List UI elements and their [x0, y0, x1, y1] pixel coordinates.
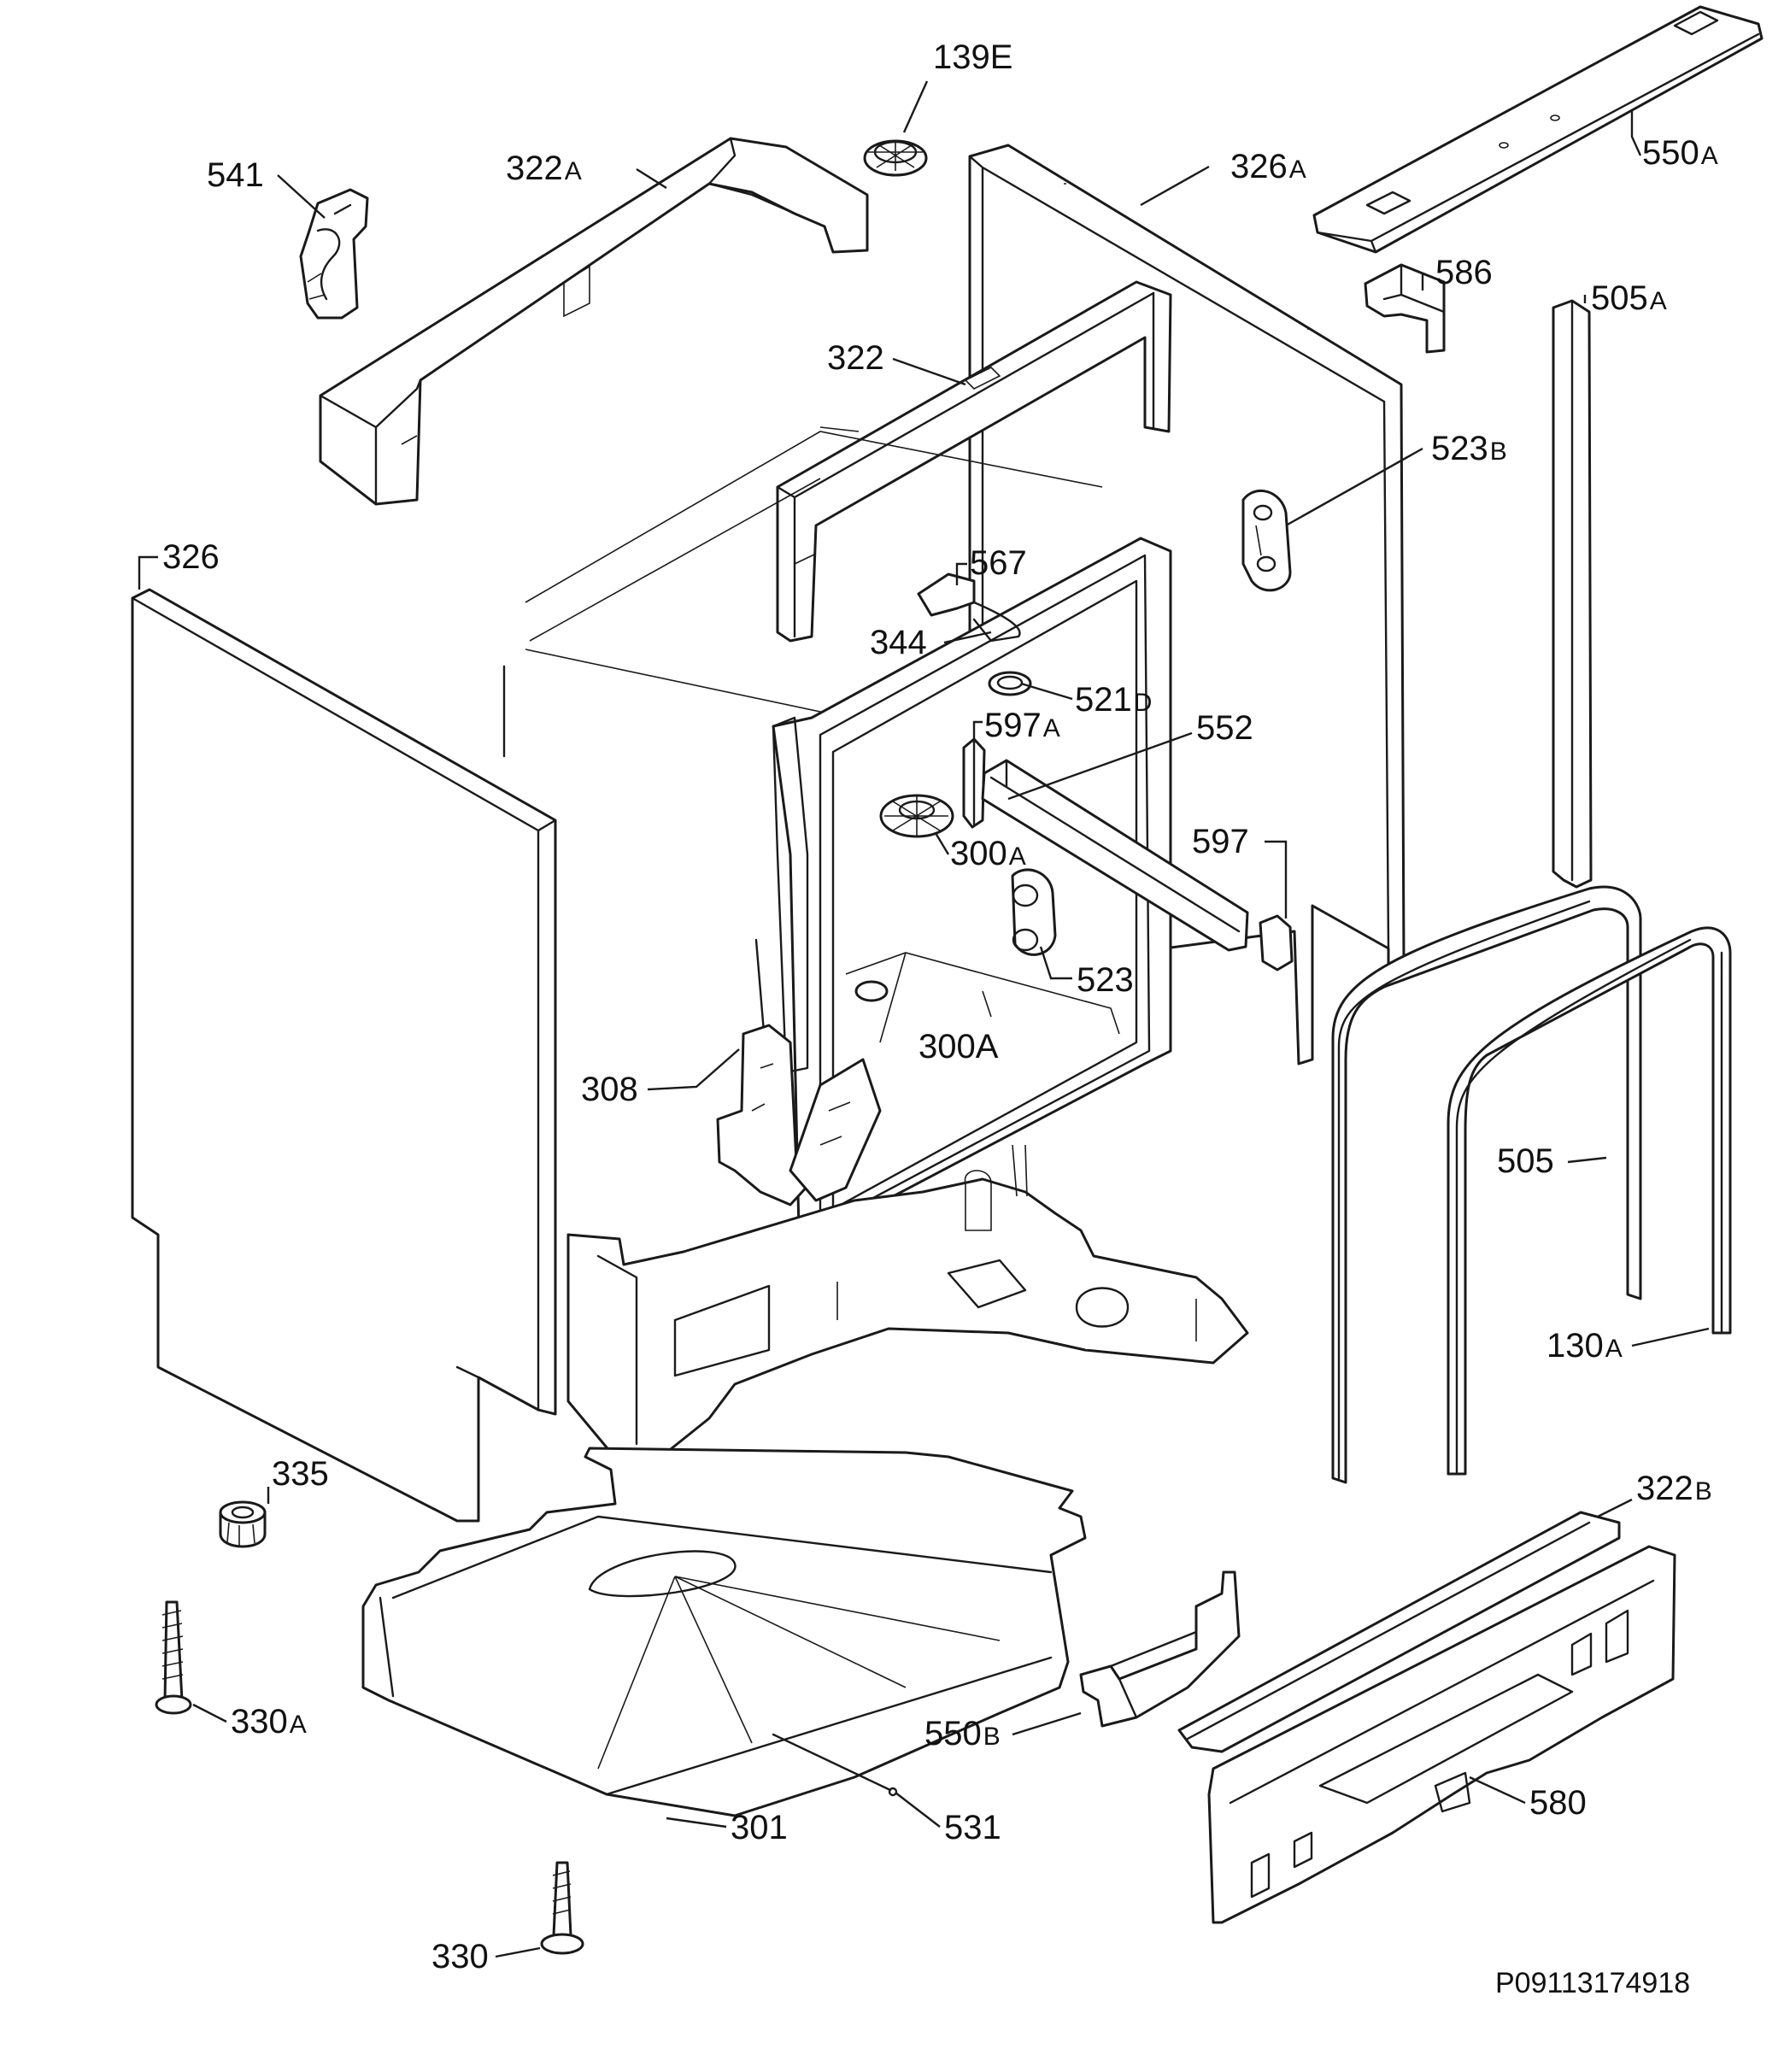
- label-344: 344: [870, 624, 927, 661]
- label-130A: 130A: [1546, 1327, 1623, 1365]
- leader-580: [1469, 1776, 1526, 1805]
- part-552-channel: [981, 759, 1249, 952]
- label-552: 552: [1196, 709, 1253, 747]
- label-330: 330: [431, 1938, 489, 1975]
- leader-326: [138, 555, 158, 590]
- leader-523: [1039, 946, 1072, 980]
- leader-531: [895, 1792, 941, 1828]
- tub-body-outline: [502, 426, 1103, 851]
- label-541: 541: [207, 156, 264, 194]
- part-308-hinge: [716, 938, 882, 1206]
- door-inner-frame: [772, 537, 1172, 1236]
- part-322B-lower-rail: [1177, 1511, 1621, 1753]
- diagram-reference-code: P09113174918: [1495, 1967, 1690, 1999]
- leader-597A: [972, 720, 983, 743]
- callout-labels: 139E 541 322A 326A 550A 586 505A 322 523…: [162, 38, 1718, 1975]
- part-523-grommet-pair: [1011, 868, 1057, 956]
- part-301-drip-tray: [361, 1447, 1087, 1817]
- part-580-kickplate: [1207, 1545, 1676, 1924]
- part-322-upper-frame-rail: [776, 280, 1172, 643]
- part-330A-screw: [155, 1600, 192, 1715]
- label-300A-small: 300A: [950, 835, 1026, 872]
- label-580: 580: [1529, 1784, 1587, 1822]
- label-521D: 521D: [1075, 681, 1152, 719]
- leader-330A: [192, 1703, 227, 1723]
- label-550B: 550B: [924, 1715, 1001, 1752]
- part-505A-vertical-seal: [1552, 299, 1593, 889]
- leader-330: [495, 1946, 541, 1958]
- part-586-bracket: [1364, 263, 1446, 354]
- leader-lines: [138, 80, 1710, 1958]
- label-326: 326: [162, 538, 220, 576]
- label-586: 586: [1435, 254, 1493, 291]
- leader-300A-small: [934, 832, 950, 855]
- label-550A: 550A: [1642, 134, 1718, 172]
- leader-505: [1567, 1156, 1607, 1164]
- part-567-344-clip: [917, 572, 1021, 643]
- part-139E-knob: [863, 139, 928, 177]
- leader-344: [943, 631, 992, 644]
- label-531: 531: [944, 1809, 1001, 1846]
- part-550A-top-strip: [1312, 5, 1764, 254]
- label-597A: 597A: [984, 707, 1060, 744]
- label-567: 567: [970, 544, 1027, 582]
- leader-550B: [1012, 1711, 1082, 1736]
- leader-130A: [1631, 1327, 1710, 1347]
- part-597-clip: [1259, 914, 1294, 971]
- part-300A-spray-disc: [879, 794, 954, 838]
- leader-552: [1007, 731, 1193, 801]
- leader-550A: [1630, 111, 1642, 156]
- leader-523B: [1285, 447, 1423, 527]
- label-523B: 523B: [1431, 430, 1507, 467]
- label-505: 505: [1497, 1142, 1554, 1180]
- leader-326A: [1140, 165, 1210, 207]
- leader-322B: [1597, 1498, 1633, 1518]
- label-523: 523: [1077, 961, 1134, 999]
- part-322A-top-rail: [319, 137, 869, 506]
- label-322A: 322A: [506, 150, 582, 187]
- part-326-side-panel: [131, 588, 557, 1523]
- part-335-nut: [219, 1500, 267, 1548]
- leader-139E: [902, 80, 929, 133]
- label-597: 597: [1192, 823, 1249, 860]
- leader-597: [1265, 840, 1288, 919]
- leader-322: [892, 357, 966, 386]
- leader-322A: [636, 167, 667, 190]
- label-505A: 505A: [1591, 279, 1667, 317]
- part-base-frame: [566, 1144, 1249, 1467]
- part-531-pin: [772, 1733, 898, 1797]
- part-505-door-seal: [1331, 885, 1642, 1484]
- part-550B-bracket: [1079, 1570, 1241, 1728]
- label-330A: 330A: [231, 1703, 307, 1740]
- leader-521D: [1020, 682, 1073, 701]
- label-322B: 322B: [1636, 1470, 1712, 1507]
- part-541-hinge-clip: [299, 188, 369, 320]
- leader-567: [955, 562, 967, 585]
- label-322: 322: [827, 339, 884, 377]
- part-597A-latch: [962, 737, 986, 829]
- leader-301: [666, 1817, 727, 1828]
- part-523B-grommet: [1241, 489, 1292, 592]
- part-130A-tub-seal: [1447, 926, 1732, 1476]
- part-521D-ring: [988, 671, 1032, 696]
- leader-308: [647, 1048, 740, 1091]
- label-300A: 300A: [918, 1028, 999, 1065]
- part-330-screw: [540, 1861, 584, 1955]
- label-308: 308: [581, 1071, 638, 1108]
- label-326A: 326A: [1230, 148, 1306, 185]
- leader-541: [277, 174, 326, 219]
- label-335: 335: [272, 1455, 329, 1493]
- part-300A-center-outlet: [854, 980, 889, 1002]
- label-139E: 139E: [933, 38, 1012, 76]
- label-301: 301: [731, 1809, 788, 1846]
